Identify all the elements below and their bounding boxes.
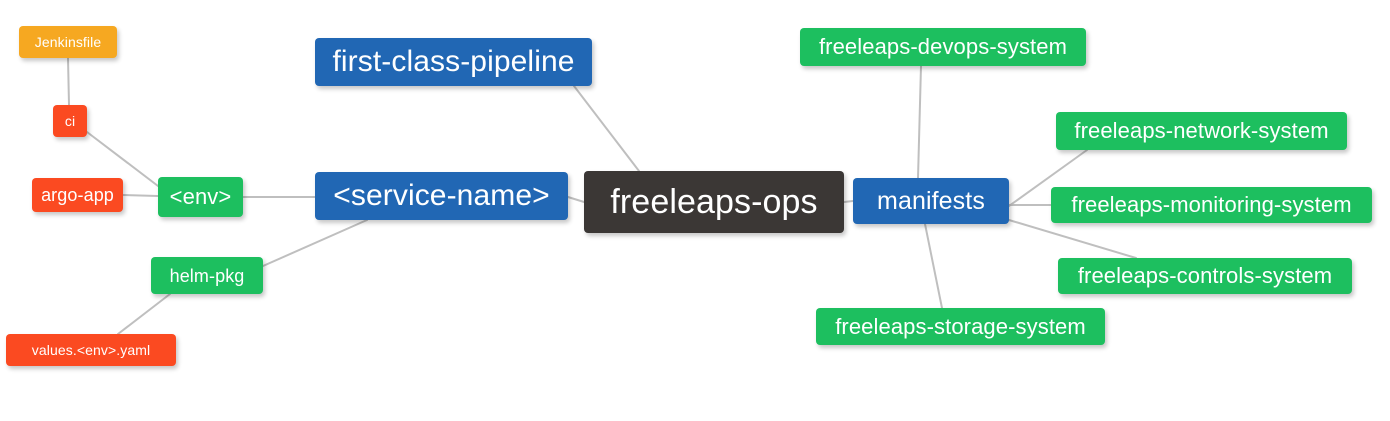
node-manifests[interactable]: manifests — [853, 178, 1009, 224]
node-freeleaps-storage-system[interactable]: freeleaps-storage-system — [816, 308, 1105, 345]
node-freeleaps-devops-system[interactable]: freeleaps-devops-system — [800, 28, 1086, 66]
edge-freeleaps-ops-to-first-class-pipeline — [573, 85, 640, 172]
edge-freeleaps-ops-to-manifests — [843, 200, 854, 203]
node-freeleaps-network-system[interactable]: freeleaps-network-system — [1056, 112, 1347, 150]
edge-manifests-to-freeleaps-devops-system — [917, 65, 922, 179]
node-service-name[interactable]: <service-name> — [315, 172, 568, 220]
node-values-env-yaml[interactable]: values.<env>.yaml — [6, 334, 176, 366]
node-helm-pkg[interactable]: helm-pkg — [151, 257, 263, 294]
edge-env-to-argo-app — [122, 194, 159, 197]
node-freeleaps-controls-system[interactable]: freeleaps-controls-system — [1058, 258, 1352, 294]
node-env[interactable]: <env> — [158, 177, 243, 217]
node-argo-app[interactable]: argo-app — [32, 178, 123, 212]
node-first-class-pipeline[interactable]: first-class-pipeline — [315, 38, 592, 86]
node-ci[interactable]: ci — [53, 105, 87, 137]
edge-service-name-to-helm-pkg — [262, 219, 368, 267]
edge-manifests-to-freeleaps-storage-system — [924, 223, 943, 309]
edge-freeleaps-ops-to-service-name — [567, 196, 585, 203]
node-freeleaps-ops[interactable]: freeleaps-ops — [584, 171, 844, 233]
edge-helm-pkg-to-values-env-yaml — [117, 293, 171, 335]
node-freeleaps-monitoring-system[interactable]: freeleaps-monitoring-system — [1051, 187, 1372, 223]
edge-ci-to-jenkinsfile — [67, 57, 70, 106]
edge-manifests-to-freeleaps-controls-system — [1008, 219, 1137, 259]
node-jenkinsfile[interactable]: Jenkinsfile — [19, 26, 117, 58]
